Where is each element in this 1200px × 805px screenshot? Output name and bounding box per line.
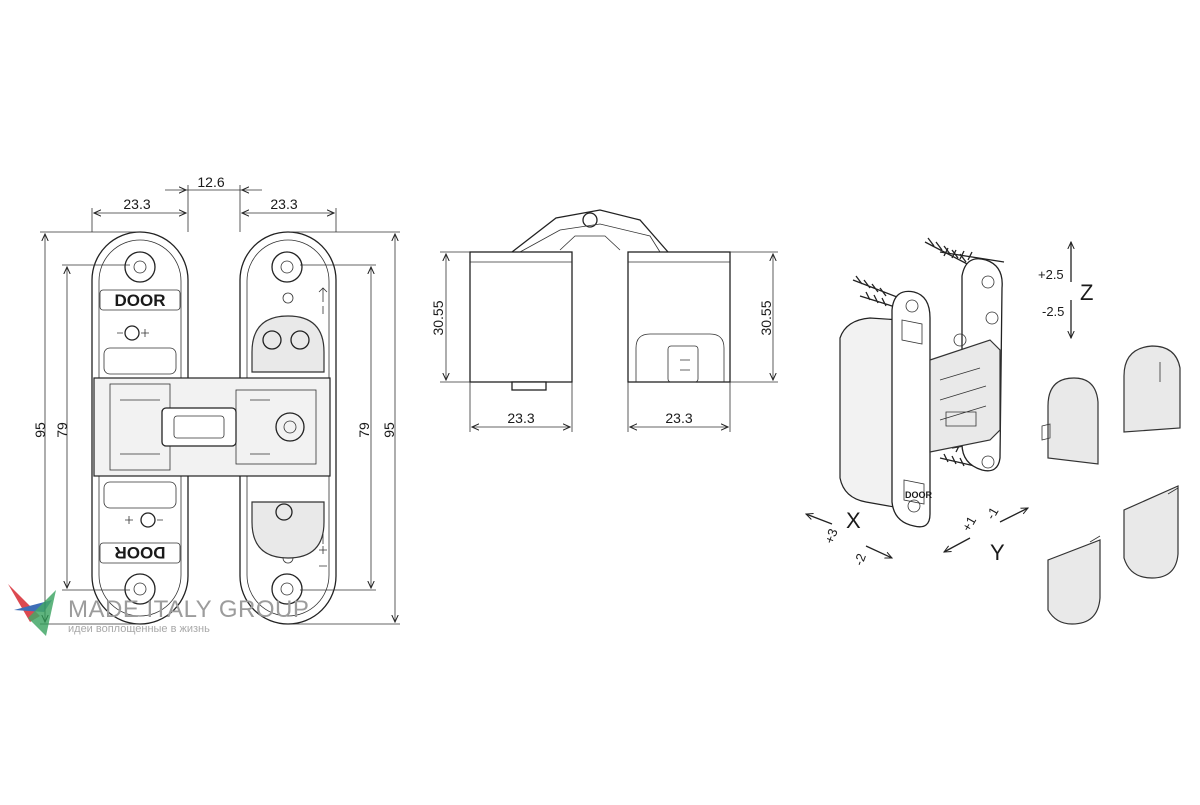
- cover-cap-bottom-right: [1123, 485, 1179, 579]
- dim-total-height-left: 95: [32, 422, 48, 438]
- dim-side-height-right: 30.55: [758, 300, 774, 335]
- screw-hole-icon: [907, 499, 921, 513]
- side-left-block: [469, 251, 573, 383]
- door-logo-top: DOOR: [115, 291, 166, 310]
- front-dimensions: 23.3 12.6 23.3 95 79 79 95: [32, 174, 400, 625]
- door-logo-plate: [99, 542, 181, 564]
- watermark-title: MADE ITALY GROUP: [68, 596, 310, 623]
- hex-screw-icon: [290, 330, 310, 350]
- linkage-pin-icon: [582, 212, 598, 228]
- adjust-screw-icon: [124, 325, 140, 341]
- x-minus-label: -2: [851, 552, 869, 568]
- adjust-direction-marks: [318, 287, 328, 567]
- iso-left-leaf: [891, 290, 931, 528]
- dim-side-height-left: 30.55: [430, 300, 446, 335]
- adjust-screw-icon: [953, 333, 967, 347]
- dim-gap: 12.6: [197, 174, 224, 190]
- screw-hole-icon: [905, 299, 919, 313]
- door-logo-plate: [99, 289, 181, 311]
- y-minus-arrow: [999, 507, 1028, 523]
- side-view: 30.55 30.55 23.3 23.3: [430, 209, 778, 432]
- iso-door-logo: DOOR: [905, 490, 933, 500]
- x-minus-arrow: [865, 545, 892, 559]
- z-minus-label: -2.5: [1042, 304, 1064, 319]
- cover-cap-bottom-left: [1047, 539, 1101, 625]
- watermark: MADE ITALY GROUP идеи воплощенные в жизн…: [68, 597, 309, 636]
- watermark-subtitle: идеи воплощенные в жизнь: [68, 623, 210, 635]
- y-plus-label: +1: [959, 514, 979, 534]
- iso-mechanism: [929, 339, 1001, 453]
- dim-inner-height-left: 79: [54, 422, 70, 438]
- dim-inner-height-right: 79: [356, 422, 372, 438]
- y-minus-label: -1: [983, 504, 1002, 522]
- y-axis-label: Y: [990, 540, 1005, 565]
- door-logo-bottom: DOOR: [115, 543, 166, 562]
- isometric-view: DOOR +2.5 -2.5 Z +3 -2 X +1 -1: [806, 237, 1181, 625]
- dim-side-width-right: 23.3: [665, 410, 692, 426]
- x-plus-label: +3: [822, 527, 841, 546]
- hinge-housing: [839, 317, 901, 509]
- adjust-screw-icon: [140, 512, 156, 528]
- dim-side-width-left: 23.3: [507, 410, 534, 426]
- hinge-mechanism: [93, 377, 331, 477]
- adjust-screw-icon: [985, 311, 999, 325]
- hex-screw-icon: [275, 503, 293, 521]
- z-axis-label: Z: [1080, 280, 1093, 305]
- screw-hole-icon: [981, 275, 995, 289]
- screw-hole-icon: [981, 455, 995, 469]
- x-plus-arrow: [806, 514, 833, 525]
- watermark-logo-icon: [8, 584, 56, 636]
- dim-right-width: 23.3: [270, 196, 297, 212]
- cover-cap-top-left: [1047, 377, 1099, 465]
- cover-cap-top-right: [1123, 345, 1181, 433]
- screw-hole-icon: [124, 251, 156, 283]
- dim-total-height-right: 95: [381, 422, 397, 438]
- y-plus-arrow: [944, 537, 971, 553]
- pivot-screw-icon: [275, 412, 305, 442]
- dim-left-width: 23.3: [123, 196, 150, 212]
- side-right-block: [627, 251, 731, 383]
- z-plus-label: +2.5: [1038, 267, 1064, 282]
- screw-hole-icon: [124, 573, 156, 605]
- front-view: DOOR DOOR: [32, 174, 400, 625]
- screw-hole-icon: [271, 251, 303, 283]
- hex-screw-icon: [262, 330, 282, 350]
- x-axis-label: X: [846, 508, 861, 533]
- screw-hole-icon: [271, 573, 303, 605]
